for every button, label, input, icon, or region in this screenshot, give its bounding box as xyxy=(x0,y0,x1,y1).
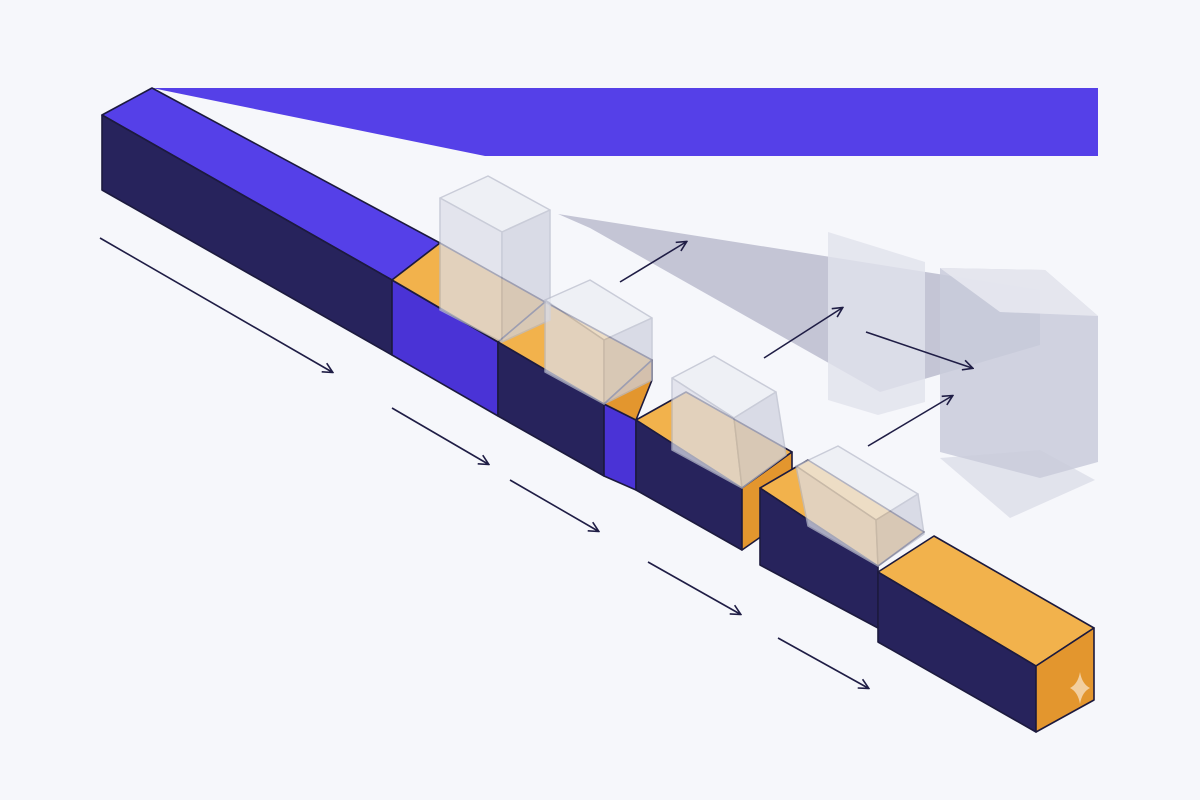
purple-light-beam xyxy=(152,88,1098,156)
faded-output-block xyxy=(940,268,1098,478)
source-segment xyxy=(101,87,499,417)
flow-arrow-4 xyxy=(647,561,740,614)
segment-6 xyxy=(877,535,1095,733)
output-arrow-2 xyxy=(763,308,842,359)
ghost-block-1 xyxy=(439,175,551,343)
output-arrow-4 xyxy=(867,396,952,447)
sparkle-icon xyxy=(1070,672,1090,704)
ghost-block-4 xyxy=(795,445,925,567)
flow-arrow-1 xyxy=(99,237,332,372)
ghost-block-2 xyxy=(544,279,653,405)
ghost-block-3 xyxy=(671,355,787,489)
flow-arrow-5 xyxy=(777,637,868,688)
faded-panel-back xyxy=(828,232,925,415)
flow-arrow-2 xyxy=(391,407,488,464)
output-arrow-1 xyxy=(619,242,686,283)
output-arrow-3 xyxy=(865,331,972,368)
flow-arrow-3 xyxy=(509,479,598,531)
